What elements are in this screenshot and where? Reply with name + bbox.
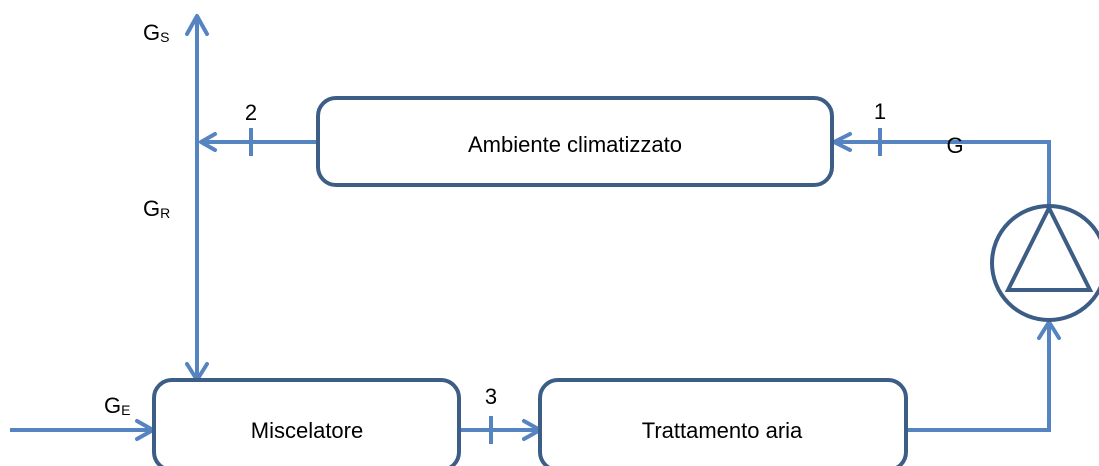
point-1-label: 1 [874, 99, 886, 124]
flow-gs-sub: S [160, 29, 169, 45]
flow-ge-main: G [104, 393, 121, 418]
return-arrowhead [199, 132, 217, 152]
point-2-label: 2 [245, 100, 257, 125]
pump-triangle-icon [1004, 203, 1094, 292]
miscelatore-label: Miscelatore [251, 418, 363, 443]
flow-gr-sub: R [160, 205, 170, 221]
ambiente-climatizzato-label: Ambiente climatizzato [468, 132, 682, 157]
supply-pipe [834, 140, 1051, 205]
trattamento-aria-box [538, 378, 908, 466]
miscelatore-box [152, 378, 461, 466]
ambiente-climatizzato-box [316, 96, 834, 187]
flow-gr-main: G [143, 196, 160, 221]
flow-gs-label: GS [143, 20, 169, 45]
flow-g-label: G [946, 133, 963, 158]
trattamento-aria-label: Trattamento aria [642, 418, 803, 443]
treated-air-pipe [906, 324, 1051, 432]
flow-gs-main: G [143, 20, 160, 45]
flow-ge-sub: E [121, 402, 130, 418]
flow-gr-label: GR [143, 196, 170, 221]
exhaust-arrowhead [185, 14, 209, 36]
flow-ge-label: GE [104, 393, 130, 418]
point-3-label: 3 [485, 384, 497, 409]
